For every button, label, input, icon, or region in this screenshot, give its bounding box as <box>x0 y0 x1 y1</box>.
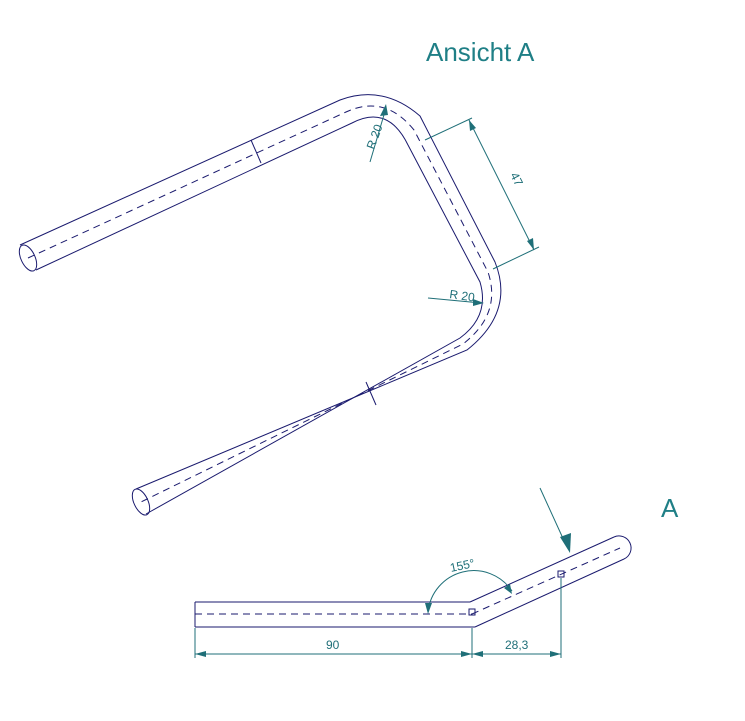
top-view-dimensions <box>369 104 540 306</box>
radius-bottom-leader <box>427 297 482 304</box>
dim-arrow-3 <box>472 651 483 657</box>
radius-bottom-arrow <box>473 299 484 306</box>
dim-arrow-4 <box>550 651 561 657</box>
dim-47-arrow-2 <box>527 238 534 250</box>
radius-top-label: R 20 <box>364 122 386 151</box>
angle-arrow-right <box>504 584 512 594</box>
radius-top-arrow <box>380 104 388 116</box>
dim-arrow-1 <box>195 651 206 657</box>
tube-inner-edge <box>35 116 483 515</box>
bent-tube-top-view <box>18 94 502 516</box>
view-direction-arrowhead <box>560 533 571 553</box>
dim-arrow-2 <box>461 651 472 657</box>
straight-length-label: 47 <box>507 170 526 189</box>
bend-marker-square <box>468 608 476 616</box>
dim-47-ext-2 <box>492 246 540 270</box>
dim-47-line <box>468 119 535 251</box>
end-marker-square <box>557 570 565 578</box>
angled-end-cap <box>613 535 632 560</box>
radius-top-leader <box>369 107 387 163</box>
length-a-label: 90 <box>326 638 340 652</box>
side-view-dimensions <box>194 487 571 658</box>
bend-angle-label: 155° <box>449 556 476 575</box>
dim-47-ext-1 <box>424 117 473 141</box>
length-b-label: 28,3 <box>505 638 529 652</box>
segment-mark-top <box>250 139 262 164</box>
angle-arc <box>427 570 513 613</box>
view-marker: A <box>661 493 679 523</box>
angled-center-line <box>471 547 621 615</box>
bent-tube-side-view <box>194 535 632 628</box>
view-direction-arrow-shaft <box>539 487 567 546</box>
tube-end-cap-top <box>18 244 38 272</box>
angle-arrow-left <box>425 603 432 614</box>
dim-47-arrow-1 <box>469 120 476 131</box>
tube-outer-edge <box>19 94 502 490</box>
tube-center-line <box>27 105 493 503</box>
tube-end-cap-bottom <box>131 488 151 516</box>
angled-bottom-edge <box>474 558 625 628</box>
angled-top-edge <box>469 536 615 603</box>
view-title: Ansicht A <box>426 37 535 67</box>
radius-bottom-label: R 20 <box>449 287 476 304</box>
segment-mark-bottom <box>365 381 377 406</box>
